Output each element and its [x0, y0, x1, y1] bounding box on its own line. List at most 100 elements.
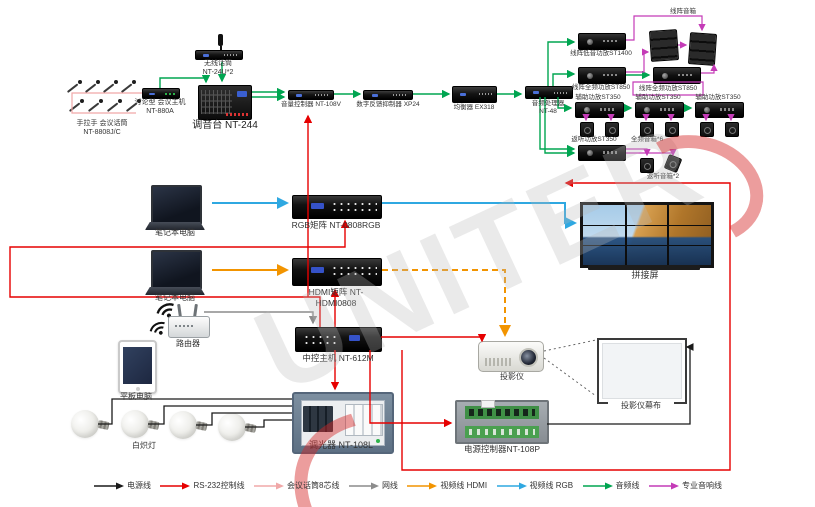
power-controller-label: 电源控制器NT-108P	[463, 444, 541, 454]
projector-lens	[519, 348, 538, 367]
power-lines	[98, 343, 694, 428]
monitor-amp-device	[578, 145, 626, 161]
laptop-device	[145, 250, 205, 295]
volume-controller-device	[288, 90, 334, 100]
full-range-amp-device	[578, 67, 626, 84]
light-bulb-icon	[121, 410, 149, 438]
full-range-amp-label: 线阵全频功放ST850	[571, 84, 631, 91]
full-range-speaker-icon	[665, 122, 679, 137]
legend: 电源线 RS-232控制线 会议话筒8芯线 网线 视频线 HDMI 视频线 RG…	[94, 480, 722, 491]
handheld-mic-icon	[218, 34, 223, 51]
network-line-arrow-icon	[348, 482, 379, 489]
rgb-line-arrow-icon	[496, 482, 527, 489]
legend-item-speaker: 专业音响线	[648, 480, 722, 491]
legend-item-hdmi: 视频线 HDMI	[407, 480, 487, 491]
tablet-device	[118, 340, 157, 394]
power-line-arrow-icon	[94, 482, 124, 489]
rgb-video-lines	[212, 197, 577, 229]
dimmer-label: 调光器 NT-108L	[308, 440, 374, 450]
full-range-speakers-label: 全频音箱*6	[630, 136, 664, 143]
projector-device	[478, 341, 544, 372]
wifi-icon	[148, 320, 168, 341]
monitor-speaker-icon	[640, 158, 654, 173]
legend-item-rs232: RS-232控制线	[160, 480, 245, 491]
laptop-label: 笔记本电脑	[155, 228, 195, 237]
hdmi-matrix-device	[292, 258, 382, 286]
power-controller-board	[465, 426, 539, 438]
dimmer-breakers	[303, 406, 333, 432]
speaker-line-arrow-icon	[648, 482, 679, 489]
bass-amp-label: 线阵低音功放ST1400	[570, 50, 632, 57]
audio-lines	[159, 37, 693, 158]
central-controller-label: 中控主机 NT-612M	[302, 353, 374, 363]
legend-item-power: 电源线	[94, 480, 151, 491]
central-controller-device	[295, 327, 382, 352]
light-bulb-icon	[169, 411, 197, 439]
aux-amp-label: 辅助功放ST350	[695, 94, 741, 101]
legend-item-rgb: 视频线 RGB	[496, 480, 573, 491]
power-controller-terminals	[465, 406, 539, 419]
power-controller-device	[455, 400, 549, 444]
rgb-matrix-label: RGB矩阵 NT-0808RGB	[291, 220, 381, 230]
conference-mic-icon	[87, 99, 103, 114]
video-wall-stand	[588, 265, 700, 270]
tablet-screen	[123, 347, 152, 384]
mixer-leds	[226, 113, 248, 117]
mixer-faders	[201, 89, 233, 115]
full-range-amp-label: 线阵全频功放ST850	[637, 85, 699, 94]
projector-vents	[485, 358, 511, 366]
conference-mic-icon	[84, 80, 100, 95]
conference-mic-icon	[120, 80, 136, 95]
projection-screen-label: 投影仪幕布	[608, 401, 674, 411]
audio-processor-device	[525, 86, 573, 99]
matrix-buttons	[330, 265, 377, 279]
aux-amp-label: 辅助功放ST350	[575, 94, 621, 101]
controller-display	[348, 335, 360, 342]
legend-item-network: 网线	[348, 480, 398, 491]
network-lines	[204, 311, 318, 325]
equalizer-device	[452, 86, 497, 103]
speaker-lines	[582, 15, 735, 157]
aux-amp-label: 辅助功放ST350	[635, 94, 681, 101]
laptop-screen	[151, 185, 202, 225]
matrix-display	[310, 203, 324, 210]
video-wall-label: 拼接屏	[631, 270, 659, 280]
light-bulb-icon	[218, 413, 246, 441]
matrix-buttons	[330, 201, 377, 213]
volume-controller-label: 音量控制器 NT-108V	[281, 101, 341, 108]
router-label: 路由器	[176, 339, 200, 348]
laptop-keyboard	[145, 287, 205, 295]
laptop-label: 笔记本电脑	[155, 293, 195, 302]
hdmi-line-arrow-icon	[407, 482, 438, 489]
conference-mic-icon	[68, 99, 84, 114]
full-range-amp-device	[653, 67, 701, 84]
full-range-speaker-icon	[605, 122, 619, 137]
rs232-line-arrow-icon	[160, 482, 191, 489]
conference-mic-icon	[106, 99, 122, 114]
hdmi-video-lines	[212, 264, 511, 337]
controller-buttons	[302, 333, 337, 346]
bass-amp-device	[578, 33, 626, 50]
router-device	[168, 316, 210, 338]
conference-line-arrow-icon	[254, 482, 285, 489]
conference-mic-icon	[102, 80, 118, 95]
projection-beam	[543, 339, 597, 397]
full-range-speaker-icon	[700, 122, 714, 137]
feedback-suppressor-device	[363, 90, 413, 100]
tablet-label: 平板电脑	[120, 392, 152, 401]
lamps-label: 白炽灯	[132, 441, 156, 450]
wireless-mic-receiver-device	[195, 50, 243, 60]
equalizer-label: 均衡器 EX318	[453, 104, 495, 111]
matrix-display	[310, 267, 324, 274]
line-array-speakers-label: 线阵音箱	[670, 8, 696, 15]
conference-host-device	[142, 88, 180, 99]
rgb-matrix-device	[292, 195, 382, 219]
laptop-keyboard	[145, 222, 205, 230]
dimmer-led	[376, 439, 380, 443]
